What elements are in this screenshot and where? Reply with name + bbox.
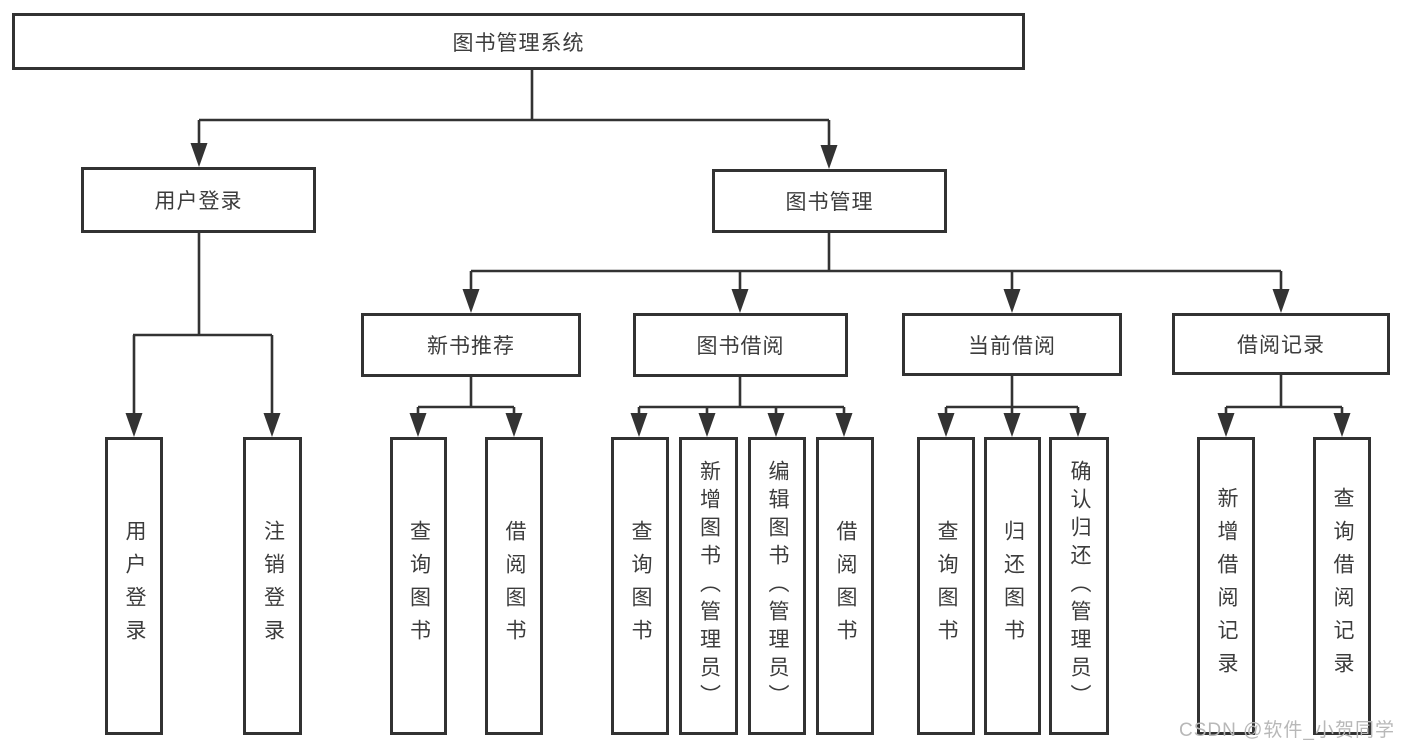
leaf-query-books-2: 查询图书: [611, 437, 669, 735]
leaf-logout: 注销登录: [243, 437, 302, 735]
node-book-management: 图书管理: [712, 169, 947, 233]
node-borrow-records: 借阅记录: [1172, 313, 1390, 375]
watermark-text: CSDN @软件_小贺同学: [1179, 720, 1395, 741]
node-new-book-recommend: 新书推荐: [361, 313, 581, 377]
leaf-add-book-admin: 新增图书（管理员）: [679, 437, 738, 735]
leaf-add-borrow-record: 新增借阅记录: [1197, 437, 1255, 735]
arrowheads: [125, 143, 1351, 437]
leaf-query-books-1: 查询图书: [390, 437, 447, 735]
leaf-confirm-return-admin: 确认归还（管理员）: [1049, 437, 1109, 735]
node-current-borrow: 当前借阅: [902, 313, 1122, 376]
leaf-query-books-3: 查询图书: [917, 437, 975, 735]
leaf-borrow-books-2: 借阅图书: [816, 437, 874, 735]
leaf-return-book: 归还图书: [984, 437, 1041, 735]
leaf-user-login: 用户登录: [105, 437, 163, 735]
node-library-system-root: 图书管理系统: [12, 13, 1025, 70]
leaf-query-borrow-record: 查询借阅记录: [1313, 437, 1371, 735]
node-book-borrow: 图书借阅: [633, 313, 848, 377]
leaf-borrow-books-1: 借阅图书: [485, 437, 543, 735]
leaf-edit-book-admin: 编辑图书（管理员）: [748, 437, 806, 735]
node-user-login: 用户登录: [81, 167, 316, 233]
